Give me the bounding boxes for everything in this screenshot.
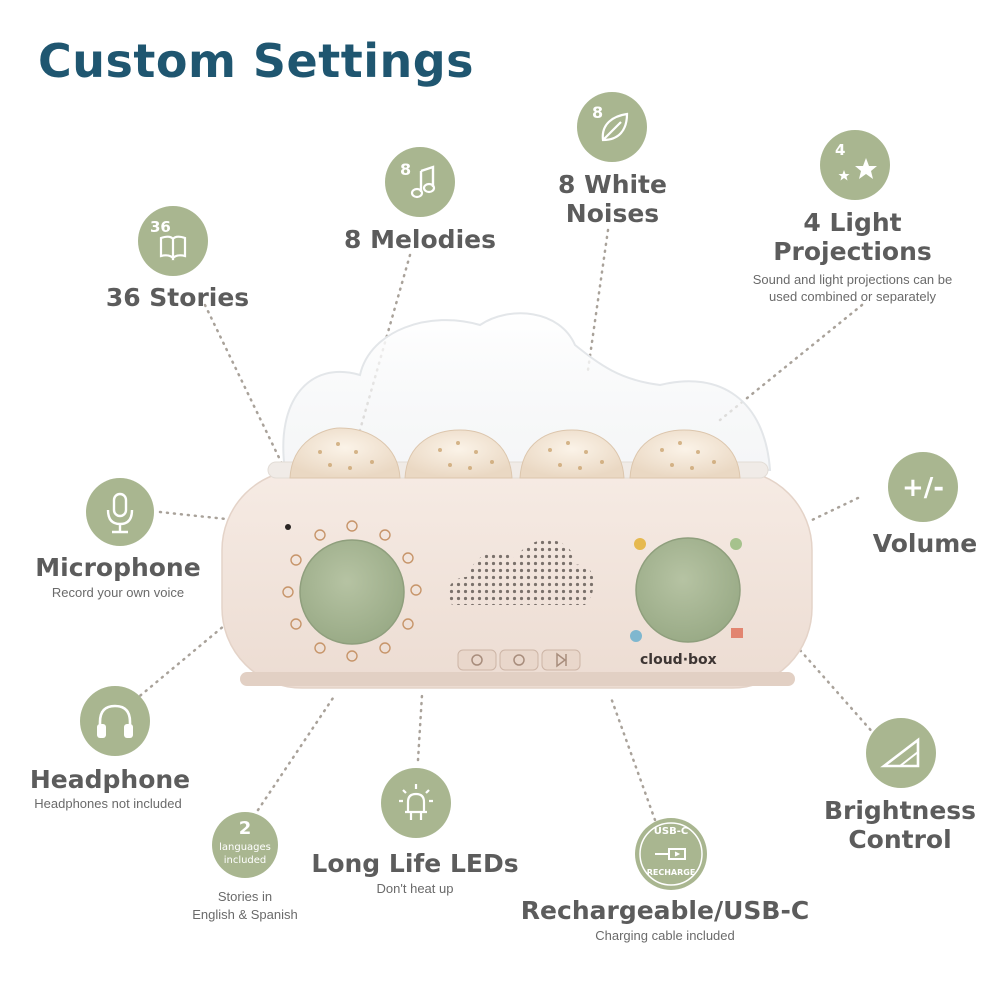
projector-head — [629, 429, 741, 479]
left-knob-icons — [282, 520, 422, 662]
usb-cable-icon — [639, 822, 703, 886]
languages-sub-line1: Stories in — [217, 889, 273, 904]
clear-dome — [282, 312, 772, 471]
brightness-title-line2: Control — [848, 825, 952, 854]
usb-badge-bottom: RECHARGE — [646, 868, 696, 877]
white-noises-title-line1: 8 White — [558, 170, 667, 199]
light-projections-count: 4 — [835, 141, 846, 159]
microphone-icon — [106, 492, 134, 534]
open-book-icon — [159, 235, 187, 261]
light-projections-title-line2: Projections — [773, 237, 932, 266]
brand-label: cloud·box — [640, 652, 717, 668]
projector-head — [519, 429, 625, 479]
languages-sub-line2: English & Spanish — [192, 907, 298, 922]
projector-heads — [289, 427, 741, 479]
usb-sub: Charging cable included — [595, 928, 735, 943]
brightness-title-line1: Brightness — [823, 796, 977, 825]
headphones-icon — [97, 704, 133, 738]
white-noises-title-line2: Noises — [565, 199, 660, 228]
mode-knob — [299, 539, 405, 645]
usb-badge-top: USB-C — [653, 826, 689, 837]
leds-badge — [381, 768, 451, 838]
stories-count: 36 — [150, 218, 171, 236]
light-projections-sub-line2: used combined or separately — [769, 289, 936, 304]
light-projections-title-line1: 4 Light — [803, 208, 902, 237]
languages-label-line1: languages — [219, 842, 271, 853]
melodies-badge — [385, 147, 455, 217]
microphone-sub: Record your own voice — [51, 585, 185, 600]
microphone-title: Microphone — [35, 553, 201, 582]
brightness-triangle-icon — [880, 737, 920, 768]
leds-title: Long Life LEDs — [311, 849, 519, 878]
projector-head — [404, 429, 513, 479]
usb-title: Rechargeable/USB-C — [520, 896, 810, 925]
white-noises-count: 8 — [592, 103, 604, 122]
headphone-badge — [80, 686, 150, 756]
languages-label-line2: included — [223, 855, 267, 866]
volume-symbol: +/- — [902, 473, 944, 503]
white-noises-badge — [577, 92, 647, 162]
headphone-title: Headphone — [29, 765, 191, 794]
control-buttons — [457, 649, 581, 671]
plus-minus-icon: +/- — [902, 473, 944, 503]
melodies-count: 8 — [400, 160, 412, 179]
microphone-hole — [285, 524, 291, 530]
leds-sub: Don't heat up — [376, 881, 454, 896]
headphone-sub: Headphones not included — [34, 796, 182, 811]
languages-badge — [212, 812, 278, 878]
usb-badge — [635, 818, 707, 890]
cloud-box-device — [221, 312, 813, 689]
leaf-icon — [601, 112, 629, 142]
light-projections-sub-line1: Sound and light projections can be — [752, 272, 953, 287]
melodies-title: 8 Melodies — [344, 225, 496, 254]
volume-title: Volume — [872, 529, 978, 558]
stories-badge — [138, 206, 208, 276]
led-bulb-icon — [399, 784, 433, 820]
projector-head — [289, 427, 401, 479]
stars-icon — [838, 158, 877, 181]
volume-badge: +/- — [888, 452, 958, 522]
languages-count: 2 — [238, 818, 252, 839]
light-knob — [635, 537, 741, 643]
microphone-badge — [86, 478, 154, 546]
speaker-grille — [446, 539, 594, 605]
light-projections-badge — [820, 130, 890, 200]
page-title: Custom Settings — [38, 34, 475, 88]
brightness-badge — [866, 718, 936, 788]
stories-title: 36 Stories — [105, 283, 250, 312]
music-note-icon — [410, 165, 436, 199]
